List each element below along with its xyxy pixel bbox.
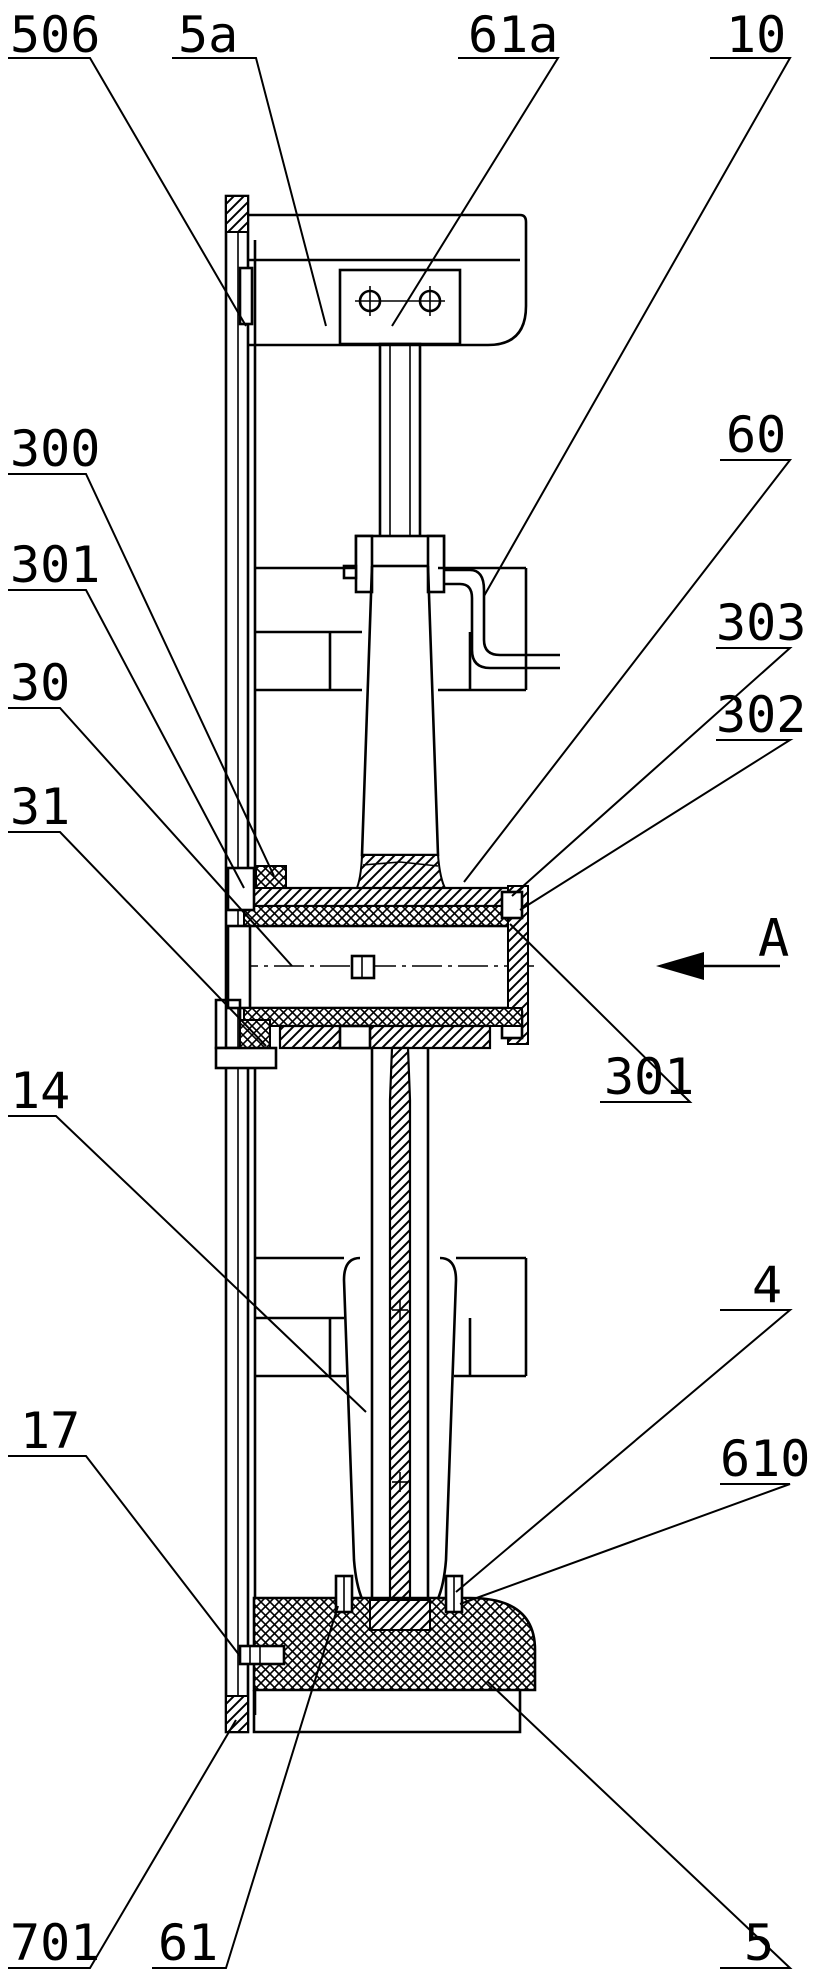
label-14: 14	[10, 1062, 70, 1120]
label-5a: 5a	[178, 6, 238, 64]
view-arrow-a: A	[656, 909, 789, 980]
label-701: 701	[10, 1914, 100, 1972]
upper-hanger-60	[344, 536, 446, 890]
bottom-mount-5	[240, 1576, 535, 1732]
label-31: 31	[10, 778, 70, 836]
cable-10	[444, 570, 560, 668]
label-30: 30	[10, 654, 70, 712]
lower-hanger-14	[344, 1048, 456, 1645]
label-61: 61	[158, 1914, 218, 1972]
label-10: 10	[726, 6, 786, 64]
label-4: 4	[752, 1256, 782, 1314]
label-506: 506	[10, 6, 100, 64]
view-label-a: A	[758, 909, 789, 969]
central-hub	[216, 866, 540, 1068]
upper-frame-blocks	[255, 568, 526, 690]
label-301-right: 301	[604, 1048, 694, 1106]
clamp-61a	[340, 270, 460, 344]
label-301-top: 301	[10, 536, 100, 594]
label-300: 300	[10, 420, 100, 478]
label-5: 5	[744, 1914, 774, 1972]
label-303: 303	[716, 594, 806, 652]
label-610: 610	[720, 1430, 810, 1488]
label-302: 302	[716, 686, 806, 744]
label-61a: 61a	[468, 6, 558, 64]
label-60: 60	[726, 406, 786, 464]
support-rod	[380, 344, 420, 544]
label-17: 17	[20, 1402, 80, 1460]
